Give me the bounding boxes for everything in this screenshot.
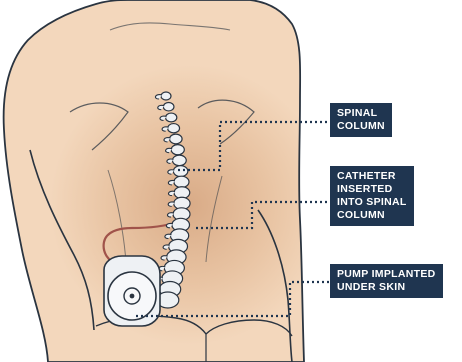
- vertebra: [168, 124, 180, 133]
- vertebra: [161, 92, 171, 100]
- vertebra: [163, 103, 174, 111]
- vertebra: [171, 145, 184, 155]
- vertebra: [170, 134, 183, 144]
- vertebra: [166, 113, 177, 122]
- pump-port: [130, 294, 135, 299]
- label-pump-implanted: PUMP IMPLANTED UNDER SKIN: [330, 264, 443, 298]
- label-catheter-inserted: CATHETER INSERTED INTO SPINAL COLUMN: [330, 166, 414, 226]
- vertebra: [174, 176, 189, 187]
- label-spinal-column: SPINAL COLUMN: [330, 103, 392, 137]
- vertebra: [173, 166, 187, 177]
- vertebra: [172, 155, 186, 166]
